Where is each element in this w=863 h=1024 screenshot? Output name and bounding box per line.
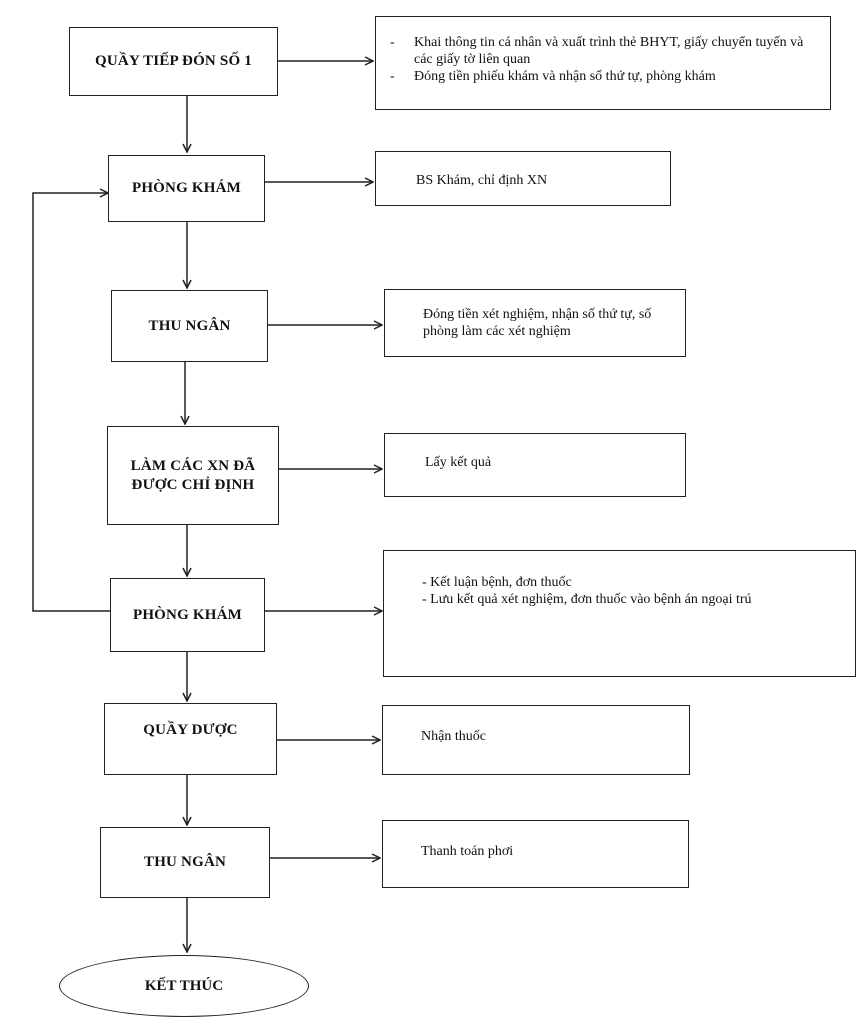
- note-bullet: - Khai thông tin cá nhân và xuất trình t…: [390, 35, 804, 67]
- note-pharmacy: Nhận thuốc: [382, 705, 690, 775]
- end-label: KẾT THÚC: [144, 977, 224, 994]
- step-label: PHÒNG KHÁM: [131, 180, 242, 196]
- note-reception: - Khai thông tin cá nhân và xuất trình t…: [375, 16, 831, 110]
- note-exam-2: - Kết luận bệnh, đơn thuốc - Lưu kết quả…: [383, 550, 856, 677]
- step-label: THU NGÂN: [143, 854, 227, 870]
- step-exam-room-2: PHÒNG KHÁM: [110, 578, 265, 652]
- step-label: LÀM CÁC XN ĐÃ ĐƯỢC CHỈ ĐỊNH: [130, 457, 256, 493]
- note-exam-1: BS Khám, chỉ định XN: [375, 151, 671, 206]
- step-exam-room-1: PHÒNG KHÁM: [108, 155, 265, 222]
- note-line: - Lưu kết quả xét nghiệm, đơn thuốc vào …: [422, 592, 752, 607]
- step-label: THU NGÂN: [148, 317, 231, 334]
- step-lab-tests: LÀM CÁC XN ĐÃ ĐƯỢC CHỈ ĐỊNH: [107, 426, 279, 525]
- step-cashier-1: THU NGÂN: [111, 290, 268, 362]
- arrow-loop-back: [32, 193, 110, 612]
- note-cashier-2: Thanh toán phơi: [382, 820, 689, 888]
- step-label: QUẦY TIẾP ĐÓN SỐ 1: [95, 53, 252, 69]
- note-lab-tests: Lấy kết quả: [384, 433, 686, 497]
- end-terminal: KẾT THÚC: [59, 955, 309, 1017]
- note-cashier-1: Đóng tiền xét nghiệm, nhận số thứ tự, số…: [384, 289, 686, 357]
- step-label: PHÒNG KHÁM: [132, 606, 243, 623]
- note-bullet: - Đóng tiền phiếu khám và nhận số thứ tự…: [390, 69, 716, 84]
- step-label: QUẦY DƯỢC: [143, 721, 238, 738]
- step-pharmacy-counter: QUẦY DƯỢC: [104, 703, 277, 775]
- note-line: - Kết luận bệnh, đơn thuốc: [422, 575, 572, 590]
- step-cashier-2: THU NGÂN: [100, 827, 270, 898]
- step-reception-counter: QUẦY TIẾP ĐÓN SỐ 1: [69, 27, 278, 96]
